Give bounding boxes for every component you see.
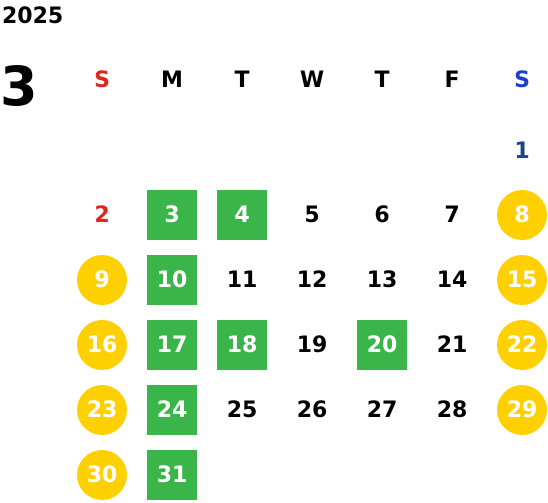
day-cell-27[interactable]: 27 bbox=[366, 397, 398, 423]
day-cell-22[interactable]: 22 bbox=[497, 320, 547, 370]
weekday-1: M bbox=[161, 68, 183, 93]
day-cell-9[interactable]: 9 bbox=[77, 255, 127, 305]
day-cell-7[interactable]: 7 bbox=[444, 202, 460, 228]
month-number: 3 bbox=[0, 55, 38, 118]
day-cell-15[interactable]: 15 bbox=[497, 255, 547, 305]
day-cell-17[interactable]: 17 bbox=[147, 320, 197, 370]
day-cell-25[interactable]: 25 bbox=[226, 397, 258, 423]
weekday-2: T bbox=[234, 68, 250, 93]
day-cell-5[interactable]: 5 bbox=[304, 202, 320, 228]
day-cell-24[interactable]: 24 bbox=[147, 385, 197, 435]
year-label: 2025 bbox=[2, 4, 64, 29]
weekday-4: T bbox=[374, 68, 390, 93]
day-cell-10[interactable]: 10 bbox=[147, 255, 197, 305]
day-cell-2[interactable]: 2 bbox=[94, 202, 110, 228]
day-cell-16[interactable]: 16 bbox=[77, 320, 127, 370]
day-cell-6[interactable]: 6 bbox=[374, 202, 390, 228]
day-cell-21[interactable]: 21 bbox=[436, 332, 468, 358]
day-cell-28[interactable]: 28 bbox=[436, 397, 468, 423]
day-cell-26[interactable]: 26 bbox=[296, 397, 328, 423]
day-cell-1[interactable]: 1 bbox=[514, 138, 530, 164]
day-cell-23[interactable]: 23 bbox=[77, 385, 127, 435]
day-cell-12[interactable]: 12 bbox=[296, 267, 328, 293]
day-cell-30[interactable]: 30 bbox=[77, 450, 127, 500]
day-cell-11[interactable]: 11 bbox=[226, 267, 258, 293]
weekday-3: W bbox=[299, 68, 325, 93]
day-cell-29[interactable]: 29 bbox=[497, 385, 547, 435]
day-cell-20[interactable]: 20 bbox=[357, 320, 407, 370]
day-cell-18[interactable]: 18 bbox=[217, 320, 267, 370]
day-cell-31[interactable]: 31 bbox=[147, 450, 197, 500]
day-cell-4[interactable]: 4 bbox=[217, 190, 267, 240]
weekday-6: S bbox=[514, 68, 530, 93]
weekday-5: F bbox=[444, 68, 460, 93]
day-cell-19[interactable]: 19 bbox=[296, 332, 328, 358]
day-cell-14[interactable]: 14 bbox=[436, 267, 468, 293]
day-cell-3[interactable]: 3 bbox=[147, 190, 197, 240]
day-cell-13[interactable]: 13 bbox=[366, 267, 398, 293]
day-cell-8[interactable]: 8 bbox=[497, 190, 547, 240]
weekday-0: S bbox=[94, 68, 110, 93]
